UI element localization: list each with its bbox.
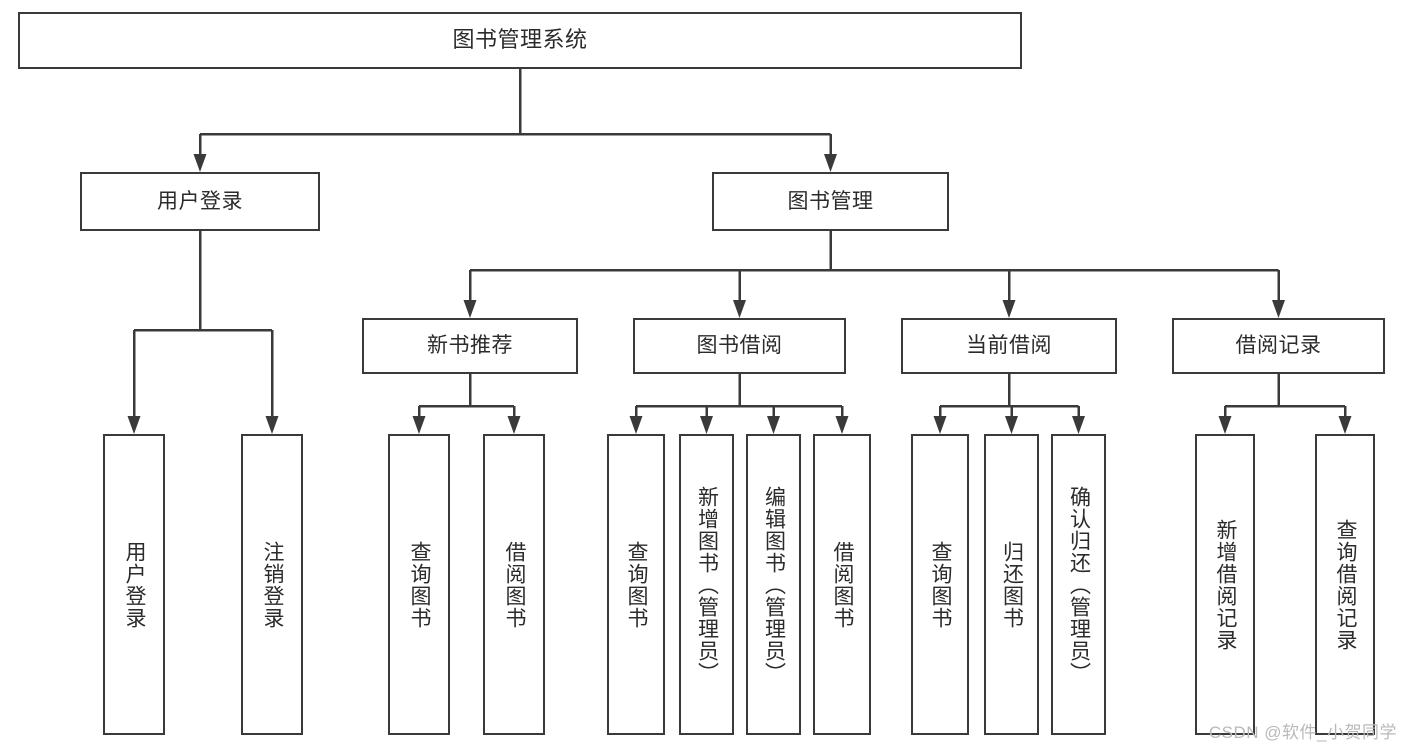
node-label: 注销登录 — [261, 540, 285, 629]
node-leaf-query-record[interactable]: 查询借阅记录 — [1315, 434, 1375, 735]
node-label: 当前借阅 — [966, 334, 1052, 358]
node-leaf-borrow-book[interactable]: 借阅图书 — [813, 434, 871, 735]
csdn-watermark: CSDN @软件_小贺同学 — [1208, 723, 1397, 742]
node-new-book-recommend[interactable]: 新书推荐 — [362, 318, 578, 374]
node-label: 用户登录 — [157, 189, 243, 213]
node-leaf-logout[interactable]: 注销登录 — [241, 434, 303, 735]
node-label: 图书管理 — [787, 189, 874, 213]
node-label: 图书借阅 — [696, 334, 783, 358]
node-label: 图书管理系统 — [452, 27, 588, 53]
node-leaf-user-login[interactable]: 用户登录 — [103, 434, 165, 735]
node-label: 借阅图书 — [503, 540, 527, 629]
node-current-borrow[interactable]: 当前借阅 — [901, 318, 1117, 374]
node-label: 确认归还（管理员） — [1067, 485, 1091, 684]
node-borrow-record[interactable]: 借阅记录 — [1172, 318, 1385, 374]
node-label: 新增图书（管理员） — [695, 485, 719, 684]
node-leaf-query-book-borrow[interactable]: 查询图书 — [607, 434, 665, 735]
node-label: 查询图书 — [625, 540, 649, 629]
node-book-borrow[interactable]: 图书借阅 — [633, 318, 846, 374]
node-label: 借阅图书 — [831, 540, 855, 629]
node-label: 编辑图书（管理员） — [762, 485, 786, 684]
node-book-manage[interactable]: 图书管理 — [712, 172, 949, 231]
node-label: 查询图书 — [408, 540, 432, 629]
node-leaf-query-book-rec[interactable]: 查询图书 — [388, 434, 450, 735]
node-root[interactable]: 图书管理系统 — [18, 12, 1022, 69]
node-label: 新书推荐 — [427, 334, 513, 358]
node-label: 查询图书 — [929, 540, 953, 629]
node-leaf-confirm-return[interactable]: 确认归还（管理员） — [1051, 434, 1106, 735]
node-leaf-add-record[interactable]: 新增借阅记录 — [1195, 434, 1255, 735]
node-leaf-query-book-cur[interactable]: 查询图书 — [911, 434, 969, 735]
node-user-login[interactable]: 用户登录 — [80, 172, 320, 231]
node-leaf-edit-book[interactable]: 编辑图书（管理员） — [746, 434, 801, 735]
node-leaf-add-book[interactable]: 新增图书（管理员） — [679, 434, 734, 735]
node-label: 查询借阅记录 — [1334, 518, 1358, 651]
node-leaf-borrow-book-rec[interactable]: 借阅图书 — [483, 434, 545, 735]
node-leaf-return-book[interactable]: 归还图书 — [984, 434, 1039, 735]
node-label: 新增借阅记录 — [1214, 518, 1238, 651]
node-label: 借阅记录 — [1235, 334, 1322, 358]
node-label: 归还图书 — [1000, 540, 1024, 629]
node-label: 用户登录 — [123, 540, 147, 629]
